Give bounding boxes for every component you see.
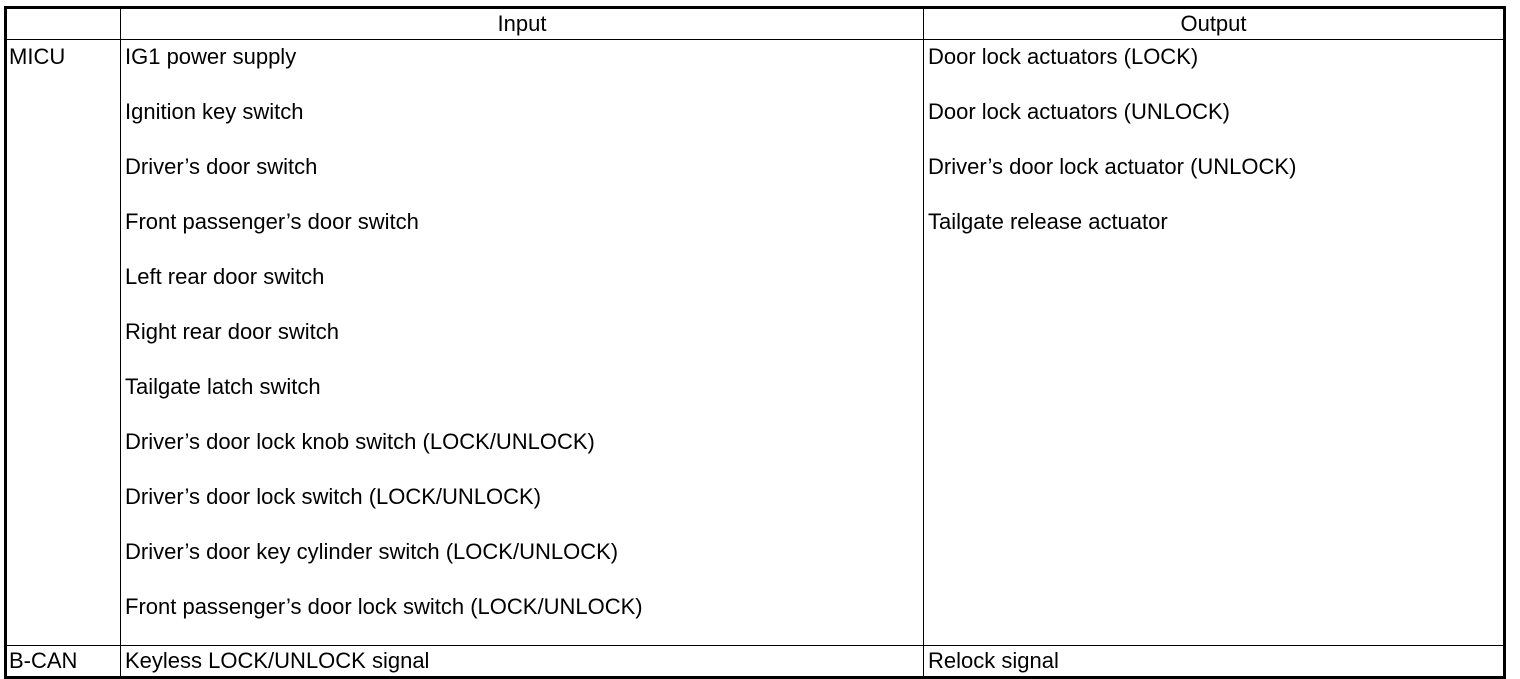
output-item: Door lock actuators (LOCK) <box>928 44 1199 69</box>
input-item: Driver’s door switch <box>125 154 318 179</box>
output-item: Tailgate release actuator <box>928 209 1168 234</box>
input-item: Driver’s door key cylinder switch (LOCK/… <box>125 539 619 564</box>
header-output: Output <box>923 7 1505 40</box>
output-item: Driver’s door lock actuator (UNLOCK) <box>928 154 1297 179</box>
input-item: Front passenger’s door switch <box>125 209 419 234</box>
input-item: Left rear door switch <box>125 264 325 289</box>
input-item: Front passenger’s door lock switch (LOCK… <box>125 594 643 619</box>
output-item: Door lock actuators (UNLOCK) <box>928 99 1230 124</box>
table-header-row: Input Output <box>5 7 1505 40</box>
input-item: Ignition key switch <box>125 99 304 124</box>
input-item: Driver’s door lock knob switch (LOCK/UNL… <box>125 429 595 454</box>
group-label-micu: MICU <box>5 39 121 646</box>
micu-output-cell: Door lock actuators (LOCK) Door lock act… <box>923 39 1505 646</box>
input-item: Tailgate latch switch <box>125 374 321 399</box>
header-input: Input <box>120 7 924 40</box>
header-corner-cell <box>5 7 121 40</box>
input-item: Driver’s door lock switch (LOCK/UNLOCK) <box>125 484 542 509</box>
input-item: Right rear door switch <box>125 319 339 344</box>
bcan-output-cell: Relock signal <box>923 645 1505 678</box>
bcan-input-cell: Keyless LOCK/UNLOCK signal <box>120 645 924 678</box>
table-row-bcan: B-CAN Keyless LOCK/UNLOCK signal Relock … <box>5 645 1505 678</box>
io-table: Input Output MICU IG1 power supply Ignit… <box>4 6 1506 679</box>
micu-input-cell: IG1 power supply Ignition key switch Dri… <box>120 39 924 646</box>
group-label-bcan: B-CAN <box>5 645 121 678</box>
input-item: IG1 power supply <box>125 44 297 69</box>
table-row-micu: MICU IG1 power supply Ignition key switc… <box>5 39 1505 646</box>
